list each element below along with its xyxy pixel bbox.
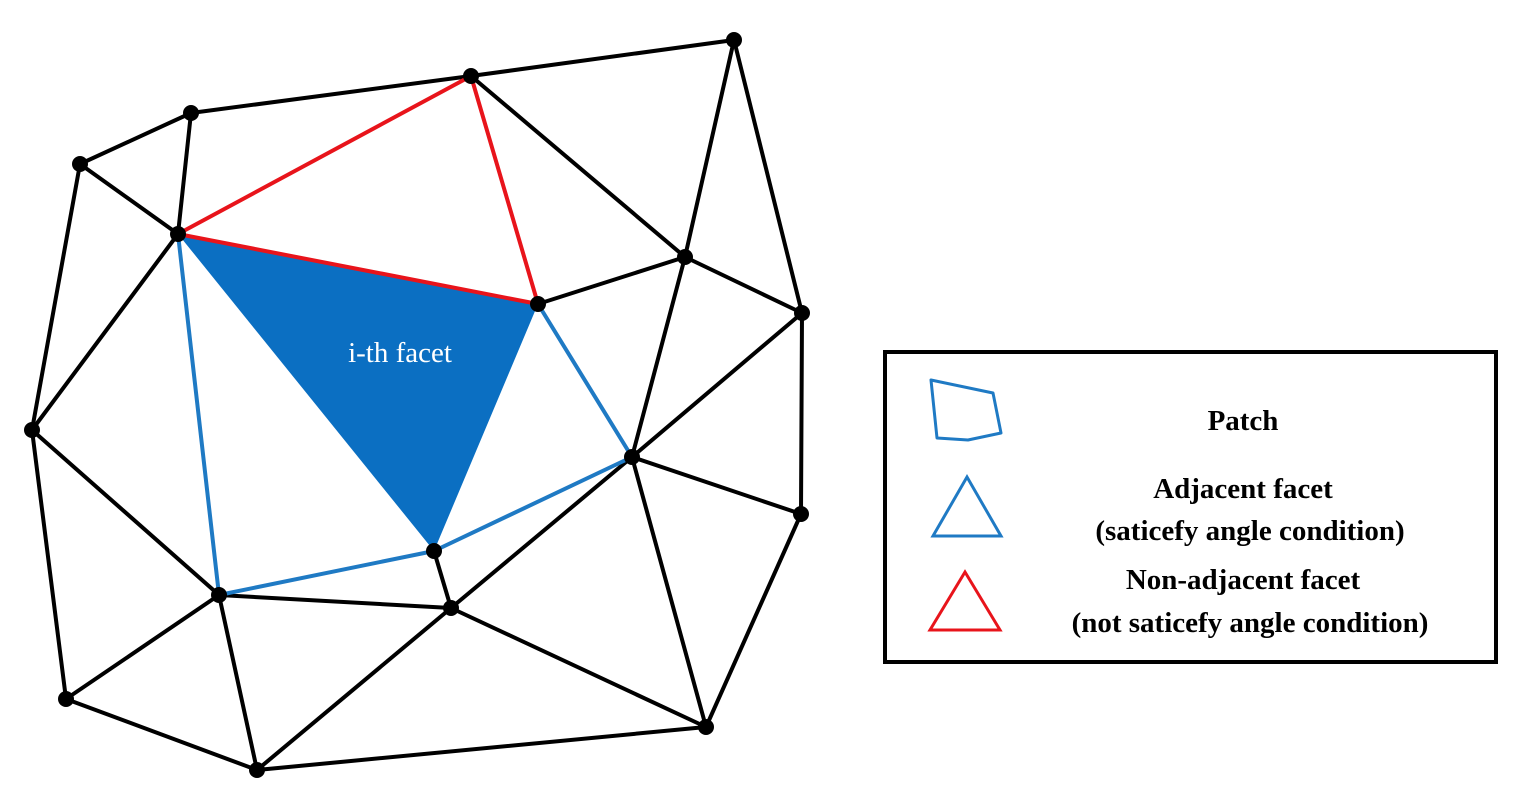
mesh-edge <box>449 606 708 729</box>
legend-non-adjacent-subtitle: (not saticefy angle condition) <box>1072 607 1429 639</box>
mesh-edge <box>704 512 803 729</box>
mesh-edge <box>432 549 453 610</box>
mesh-edge <box>217 593 453 610</box>
mesh-vertex <box>249 762 265 778</box>
mesh-vertex <box>72 156 88 172</box>
non-adjacent-edge <box>176 232 540 306</box>
mesh-edge <box>78 162 180 236</box>
mesh-vertex <box>24 422 40 438</box>
legend-adjacent-subtitle: (saticefy angle condition) <box>1095 515 1404 547</box>
legend-non-adjacent-title: Non-adjacent facet <box>1126 564 1361 596</box>
patch-edge <box>176 232 221 597</box>
patch-edge <box>432 455 634 553</box>
mesh-edge <box>64 593 221 701</box>
legend-adjacent-title: Adjacent facet <box>1153 473 1333 505</box>
mesh-edge <box>683 38 736 259</box>
mesh-edges <box>30 38 804 772</box>
patch-icon <box>929 378 1003 442</box>
mesh-edge <box>255 606 453 772</box>
patch-edge <box>217 549 436 597</box>
non-adjacent-edge <box>469 74 540 306</box>
mesh-edge <box>630 311 804 459</box>
mesh-edge <box>255 725 708 772</box>
mesh-edge <box>536 255 687 306</box>
mesh-edge <box>630 255 687 459</box>
mesh-edge <box>64 697 259 772</box>
mesh-edge <box>683 255 804 315</box>
non-adjacent-facet-icon <box>927 569 1003 632</box>
mesh-vertex <box>698 719 714 735</box>
legend-patch-label: Patch <box>1208 405 1279 437</box>
non-adjacent-facet <box>176 74 540 306</box>
mesh-vertices <box>24 32 810 778</box>
patch-edge <box>536 302 634 459</box>
mesh-edge <box>630 455 803 516</box>
mesh-edge <box>176 111 193 236</box>
mesh-edge <box>469 74 687 259</box>
mesh-edge <box>30 232 180 432</box>
mesh-edge <box>469 38 736 78</box>
mesh-edge <box>732 38 804 315</box>
mesh-vertex <box>170 226 186 242</box>
adjacent-facet-icon <box>930 473 1004 538</box>
ith-facet-label: i-th facet <box>348 337 452 369</box>
mesh-edge <box>78 111 193 166</box>
mesh-edge <box>449 455 634 610</box>
mesh-edge <box>189 74 473 115</box>
legend: Patch Adjacent facet (saticefy angle con… <box>883 350 1498 664</box>
mesh-vertex <box>726 32 742 48</box>
mesh-vertex <box>793 506 809 522</box>
mesh-edge <box>630 455 708 729</box>
mesh-vertex <box>794 305 810 321</box>
mesh-edge <box>217 593 259 772</box>
non-adjacent-edge <box>176 74 473 236</box>
patch-edges <box>176 232 634 597</box>
mesh-edge <box>30 428 221 597</box>
mesh-vertex <box>183 105 199 121</box>
mesh-vertex <box>211 587 227 603</box>
mesh-edge <box>30 428 68 701</box>
mesh-vertex <box>463 68 479 84</box>
mesh-vertex <box>677 249 693 265</box>
mesh-vertex <box>624 449 640 465</box>
mesh-vertex <box>426 543 442 559</box>
mesh-edge <box>30 162 82 432</box>
mesh-vertex <box>443 600 459 616</box>
mesh-vertex <box>58 691 74 707</box>
mesh-edge <box>799 311 804 516</box>
ith-facet <box>178 234 538 551</box>
mesh-vertex <box>530 296 546 312</box>
